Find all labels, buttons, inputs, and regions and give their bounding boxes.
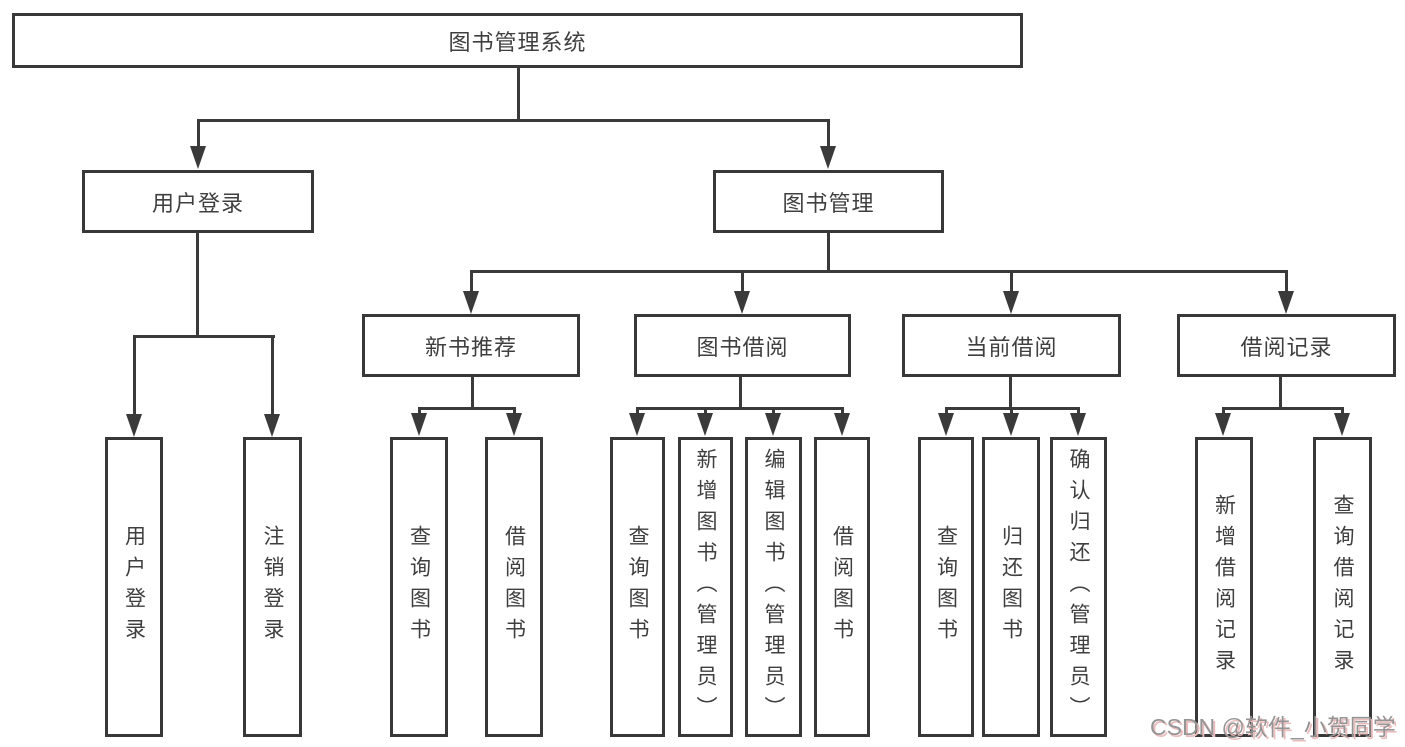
connector-bb-bar: [636, 407, 844, 410]
connector-root-stem: [517, 66, 520, 122]
node-root: 图书管理系统: [12, 13, 1023, 68]
arrow-down-icon: [190, 146, 206, 169]
arrow-down-icon: [1003, 413, 1019, 436]
connector-bb-drop-1: [636, 407, 639, 416]
connector-bookmgmt-stem: [827, 232, 830, 273]
connector-userlogin-drop-2: [271, 335, 274, 417]
connector-bb-drop-2: [704, 407, 707, 416]
arrow-down-icon: [1003, 291, 1019, 314]
node-borrow-records: 借阅记录: [1177, 314, 1396, 377]
arrow-down-icon: [506, 413, 522, 436]
connector-br-stem: [1279, 377, 1282, 410]
connector-bookmgmt-drop-1: [470, 270, 473, 294]
connector-cb-drop-2: [1010, 407, 1013, 416]
node-user-login: 用户登录: [82, 170, 314, 233]
leaf-bb-add-book-admin: 新增图书（管理员）: [678, 437, 733, 737]
connector-nb-drop-2: [513, 407, 516, 416]
connector-root-drop-right: [827, 119, 830, 149]
leaf-user-login: 用户登录: [105, 437, 163, 737]
arrow-down-icon: [734, 291, 750, 314]
leaf-cb-query-books: 查询图书: [918, 437, 974, 737]
leaf-bb-edit-book-admin: 编辑图书（管理员）: [745, 437, 802, 737]
arrow-down-icon: [765, 413, 781, 436]
arrow-down-icon: [1215, 413, 1231, 436]
arrow-down-icon: [820, 146, 836, 169]
connector-root-bar: [197, 119, 830, 122]
arrow-down-icon: [264, 414, 280, 437]
connector-userlogin-stem: [196, 232, 199, 338]
arrow-down-icon: [463, 291, 479, 314]
node-new-book-recommend: 新书推荐: [362, 314, 580, 377]
leaf-logout: 注销登录: [243, 437, 302, 737]
node-book-borrow: 图书借阅: [634, 314, 851, 377]
arrow-down-icon: [1278, 291, 1294, 314]
arrow-down-icon: [1070, 413, 1086, 436]
connector-userlogin-bar: [133, 335, 275, 338]
connector-nb-stem: [471, 377, 474, 410]
connector-br-drop-2: [1341, 407, 1344, 416]
connector-bb-stem: [739, 377, 742, 410]
node-book-management: 图书管理: [713, 170, 944, 233]
arrow-down-icon: [126, 414, 142, 437]
connector-bookmgmt-drop-4: [1285, 270, 1288, 294]
connector-bookmgmt-drop-2: [741, 270, 744, 294]
connector-nb-bar: [418, 407, 516, 410]
leaf-br-add-record: 新增借阅记录: [1195, 437, 1253, 737]
connector-cb-drop-1: [945, 407, 948, 416]
arrow-down-icon: [938, 413, 954, 436]
connector-root-drop-left: [197, 119, 200, 149]
connector-bb-drop-3: [772, 407, 775, 416]
arrow-down-icon: [697, 413, 713, 436]
connector-userlogin-drop-1: [133, 335, 136, 417]
connector-bookmgmt-drop-3: [1010, 270, 1013, 294]
connector-cb-stem: [1009, 377, 1012, 410]
arrow-down-icon: [629, 413, 645, 436]
connector-br-bar: [1222, 407, 1344, 410]
node-current-borrow: 当前借阅: [902, 314, 1121, 377]
arrow-down-icon: [411, 413, 427, 436]
watermark: CSDN @软件_小贺同学: [1150, 714, 1396, 740]
connector-br-drop-1: [1222, 407, 1225, 416]
arrow-down-icon: [1334, 413, 1350, 436]
leaf-br-query-record: 查询借阅记录: [1313, 437, 1372, 737]
connector-bb-drop-4: [841, 407, 844, 416]
leaf-nb-query-books: 查询图书: [390, 437, 448, 737]
leaf-cb-confirm-return-admin: 确认归还（管理员）: [1050, 437, 1107, 737]
arrow-down-icon: [834, 413, 850, 436]
leaf-nb-borrow-books: 借阅图书: [485, 437, 543, 737]
connector-nb-drop-1: [418, 407, 421, 416]
connector-bookmgmt-bar: [470, 270, 1288, 273]
leaf-bb-query-books: 查询图书: [610, 437, 665, 737]
leaf-cb-return-books: 归还图书: [982, 437, 1040, 737]
leaf-bb-borrow-books: 借阅图书: [814, 437, 870, 737]
connector-cb-drop-3: [1077, 407, 1080, 416]
